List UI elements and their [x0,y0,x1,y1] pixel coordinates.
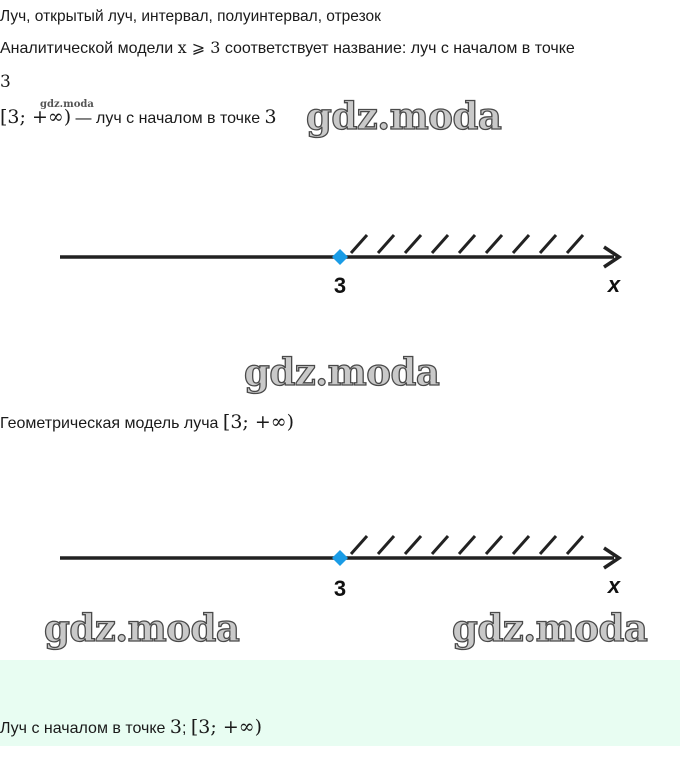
watermark-bottom-left: gdz.moda [43,605,240,650]
number-line-diagram-2: 3 x [60,535,623,601]
point-label: 3 [334,576,346,601]
answer-text: Луч с началом в точке [0,720,170,737]
geometric-math: [3; +∞) [222,411,295,433]
axis-label: x [607,272,621,297]
analytic-point: 3 [0,72,11,92]
answer-sentence: Луч с началом в точке 3; [3; +∞) [0,716,262,738]
ray-definition: [3; +∞) — луч с началом в точке 3 [0,106,277,128]
answer-point: 3 [169,716,182,738]
answer-math: [3; +∞) [190,716,262,738]
analytic-sentence: Аналитической модели x ⩾ 3 соответствует… [0,38,575,58]
page-title: Луч, открытый луч, интервал, полуинтерва… [0,8,381,25]
number-line-diagram-1: 3 x [60,234,623,298]
geometric-sentence: Геометрическая модель луча [3; +∞) [0,411,294,433]
answer-separator: ; [181,720,191,737]
hatching [349,234,585,254]
point-label: 3 [334,273,346,298]
axis-label: x [607,573,621,598]
watermark-middle: gdz.moda [243,349,440,394]
answer-box [0,660,680,746]
analytic-math: x ⩾ 3 [177,38,221,57]
ray-interval: [3; +∞) [0,106,72,128]
geometric-text: Геометрическая модель луча [0,415,223,432]
hatching [349,535,585,555]
point-marker [332,249,348,265]
analytic-text-before: Аналитической модели [0,40,178,57]
ray-point: 3 [264,106,277,128]
analytic-text-after: соответствует название: луч с началом в … [220,40,575,57]
watermark-bottom-right: gdz.moda [451,605,648,650]
small-watermark: gdz.moda [40,99,94,110]
ray-definition-text: — луч с началом в точке [71,110,265,127]
point-marker [332,550,348,566]
axis-arrow-icon [603,546,623,570]
watermark-top: gdz.moda [305,93,502,138]
axis-arrow-icon [603,245,623,269]
